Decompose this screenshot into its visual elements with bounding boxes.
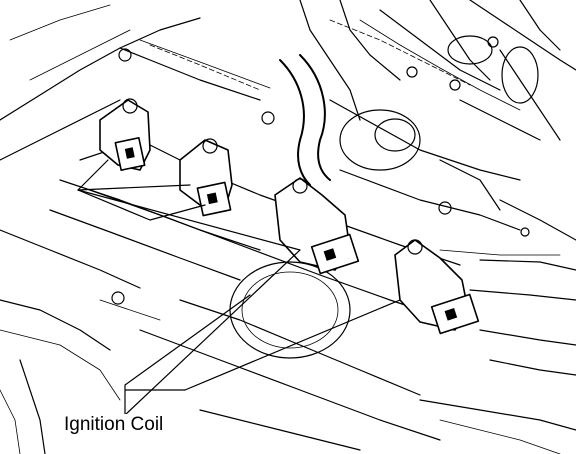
ignition-coil-2 bbox=[179, 138, 233, 217]
ignition-coil-3 bbox=[274, 177, 360, 275]
ignition-coil-1 bbox=[99, 98, 151, 171]
ignition-coil-label: Ignition Coil bbox=[62, 414, 166, 436]
ignition-coil-4 bbox=[394, 239, 480, 335]
callout-leader-lines bbox=[77, 159, 401, 416]
